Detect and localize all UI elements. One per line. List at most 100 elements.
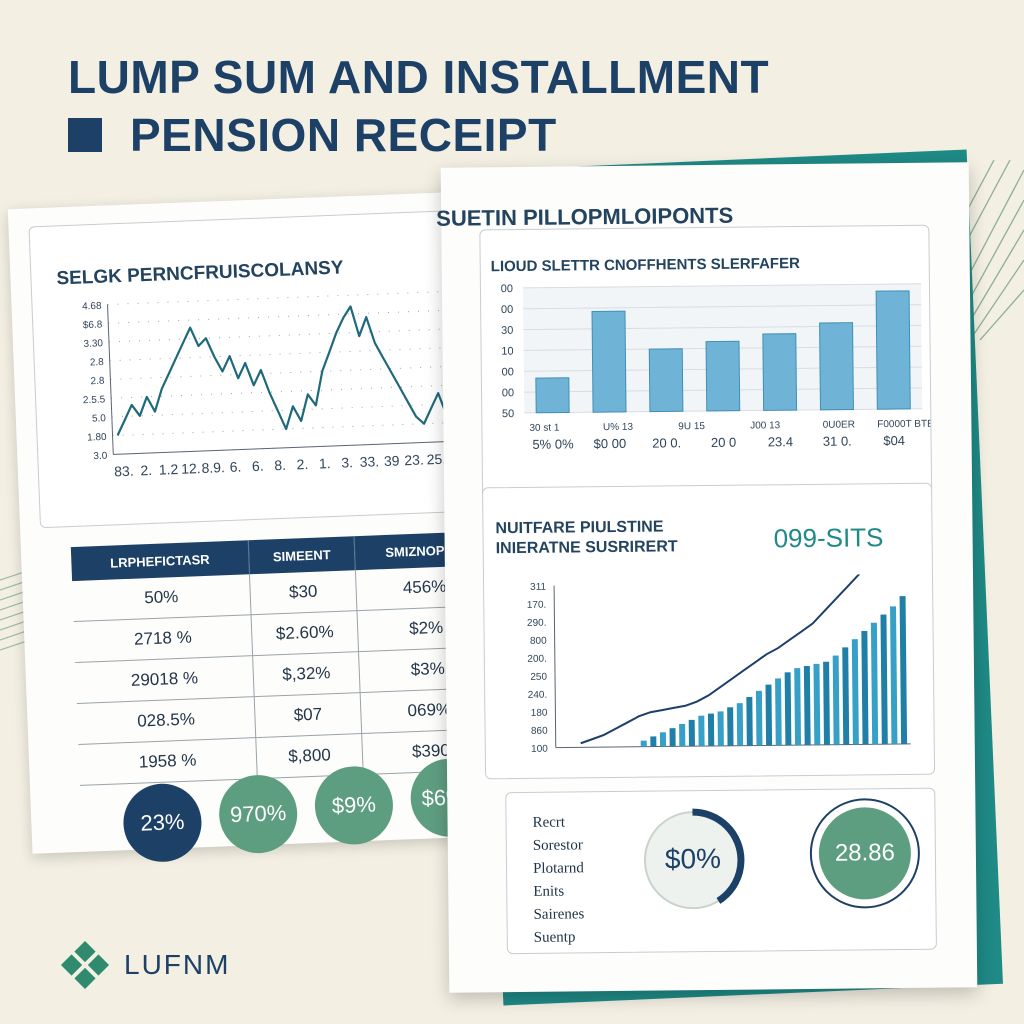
- metric-circle-label: $9%: [331, 791, 377, 819]
- grid-line: [523, 324, 922, 331]
- stat-label-list: Recrt Sorestor Plotarnd Enits Sairenes S…: [532, 814, 584, 953]
- y-tick-label: 860: [531, 726, 548, 737]
- y-tick-label: 2.8: [90, 357, 105, 369]
- growth-chart-title-2: INIERATNE SUSRIRERT: [495, 538, 678, 558]
- x-category-label: 0U0ER: [823, 419, 855, 430]
- y-tick-label: 180: [531, 708, 548, 719]
- table-cell: 29018 %: [75, 655, 255, 704]
- metric-circle-3: $9%: [313, 764, 395, 846]
- metric-circle-label: 23%: [139, 808, 185, 836]
- line-chart-title: SELGK PERNCFRUISCOLANSY: [56, 257, 344, 290]
- donut-label: $0%: [664, 842, 722, 875]
- growth-chart-panel: NUITFARE PIULSTINE INIERATNE SUSRIRERT 0…: [482, 482, 936, 780]
- table-cell: $,32%: [252, 651, 361, 697]
- stat-label: Sorestor: [532, 837, 583, 854]
- y-tick-label: 00: [502, 366, 514, 378]
- big-number: 099-SITS: [773, 522, 884, 554]
- left-document-sheet: SELGK PERNCFRUISCOLANSY 4.68 $6.8 3.30 2.8 2…: [7, 191, 503, 864]
- y-axis-line: [107, 304, 114, 455]
- grid-line: [522, 283, 921, 289]
- bar: [842, 647, 850, 745]
- stat-label: Sairenes: [533, 906, 585, 923]
- y-tick-label: $6.8: [83, 319, 103, 331]
- y-tick-label: 170.: [527, 600, 547, 611]
- growth-chart-title-1: NUITFARE PIULSTINE: [495, 518, 664, 538]
- y-tick-label: 30: [501, 325, 513, 337]
- result-circle: 28.86: [809, 797, 921, 909]
- page-title-line-1: LUMP SUM AND INSTALLMENT: [68, 51, 770, 103]
- line-series: [116, 305, 462, 436]
- bar: [717, 711, 724, 746]
- stat-label: Plotarnd: [532, 860, 584, 877]
- y-tick-label: 290.: [527, 618, 547, 629]
- x-category-label: F0000T BTERE: [877, 418, 931, 430]
- y-tick-label: 3.30: [83, 338, 103, 350]
- y-tick-label: 10: [501, 346, 513, 358]
- x-tick-label: 1.2: [159, 461, 179, 478]
- x-tick-label: 12.: [181, 460, 201, 477]
- x-category-label: 9U 15: [678, 421, 705, 432]
- x-sublabel: 31 0.: [823, 433, 852, 448]
- grid-line: [108, 309, 464, 324]
- bar: [707, 713, 715, 747]
- x-tick-label: 8.9.: [201, 459, 225, 476]
- x-category-label: 30 st 1: [529, 423, 560, 434]
- page-title-line-2: PENSION RECEIPT: [130, 109, 557, 161]
- y-tick-label: 1.80: [87, 432, 107, 444]
- x-tick-label: 6.: [252, 458, 264, 474]
- bar: [679, 723, 686, 747]
- bar: [784, 672, 792, 746]
- table-cell: $2.60%: [251, 610, 359, 656]
- grid-line: [107, 290, 463, 306]
- bar: [813, 663, 821, 745]
- y-tick-label: 250: [530, 672, 547, 683]
- bar: [861, 630, 869, 745]
- y-tick-label: 4.68: [82, 301, 102, 313]
- bar: [803, 665, 811, 746]
- bar: [648, 348, 684, 413]
- bar: [659, 732, 667, 747]
- stat-label: Enits: [533, 883, 565, 900]
- x-tick-label: 25.: [426, 451, 446, 468]
- grid-line: [110, 365, 466, 380]
- x-tick-label: 83.: [114, 463, 134, 480]
- x-sublabel: 23.4: [768, 434, 793, 449]
- y-tick-label: 00: [501, 283, 513, 295]
- y-tick-label: 5.0: [92, 413, 107, 425]
- y-tick-label: 3.0: [93, 451, 108, 463]
- x-tick-label: 6.: [229, 458, 241, 474]
- x-tick-label: 33.: [359, 453, 379, 470]
- brand-name: LUFNM: [124, 949, 231, 980]
- stat-label: Recrt: [532, 814, 566, 831]
- x-tick-label: 39: [384, 452, 400, 469]
- bar: [727, 707, 734, 746]
- result-circle-label: 28.86: [834, 839, 896, 867]
- table-cell: 028.5%: [76, 696, 256, 745]
- line-chart-panel: SELGK PERNCFRUISCOLANSY 4.68 $6.8 3.30 2.8 2…: [28, 209, 482, 529]
- bar: [762, 333, 798, 411]
- x-sublabel: $0 00: [594, 436, 627, 451]
- table-cell: $07: [254, 692, 362, 738]
- y-tick-label: 240.: [528, 690, 548, 701]
- y-tick-label: 200.: [527, 654, 547, 665]
- bar: [591, 310, 627, 413]
- bar-chart-title: LIOUD SLETTR CNOFFHENTS SLERFAFER: [490, 255, 800, 276]
- grid-line: [109, 346, 465, 362]
- x-tick-label: 2.: [140, 462, 152, 478]
- bar: [775, 678, 782, 746]
- y-tick-label: 50: [502, 408, 514, 420]
- metric-circle-2: 970%: [217, 773, 299, 855]
- metric-circle-1: 23%: [121, 782, 203, 864]
- bar: [736, 703, 744, 746]
- bar: [870, 622, 879, 745]
- bar: [794, 668, 802, 746]
- y-tick-label: 00: [502, 387, 514, 399]
- bar: [688, 719, 695, 747]
- y-tick-label: 100: [531, 744, 548, 755]
- y-tick-label: 311: [530, 582, 546, 593]
- bar: [669, 728, 676, 747]
- bar: [705, 340, 741, 412]
- bar: [890, 606, 898, 745]
